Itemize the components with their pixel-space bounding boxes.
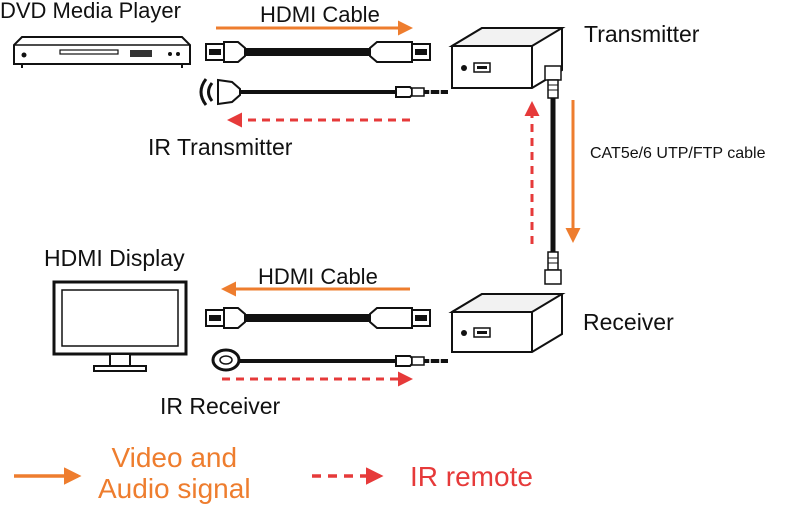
receiver-box-icon (448, 293, 566, 353)
legend-video-line1: Video and (111, 442, 238, 473)
hdmi-display-label: HDMI Display (44, 245, 185, 271)
hdmi-cable-top (205, 41, 431, 63)
legend-video-line2: Audio signal (98, 473, 251, 505)
ir-transmitter-label: IR Transmitter (148, 134, 293, 160)
ir-receiver-cable (211, 348, 448, 372)
legend-ir-remote: IR remote (410, 461, 533, 492)
cat-cable-label: CAT5e/6 UTP/FTP cable (590, 145, 766, 162)
receiver-label: Receiver (583, 309, 674, 335)
transmitter-label: Transmitter (584, 21, 700, 47)
transmitter-box-icon (448, 27, 566, 89)
hdmi-cable-bottom-label: HDMI Cable (258, 264, 378, 289)
legend-video-audio: Video and Audio signal (98, 442, 251, 505)
hdmi-cable-top-label: HDMI Cable (260, 2, 380, 27)
ir-receiver-label: IR Receiver (160, 393, 281, 419)
hdmi-cable-bottom (205, 307, 431, 329)
ir-transmitter-cable (199, 78, 448, 106)
dvd-player-icon (13, 36, 191, 68)
cat-cable (544, 65, 562, 285)
hdmi-display-icon (52, 280, 188, 372)
dvd-player-label: DVD Media Player (0, 0, 181, 23)
